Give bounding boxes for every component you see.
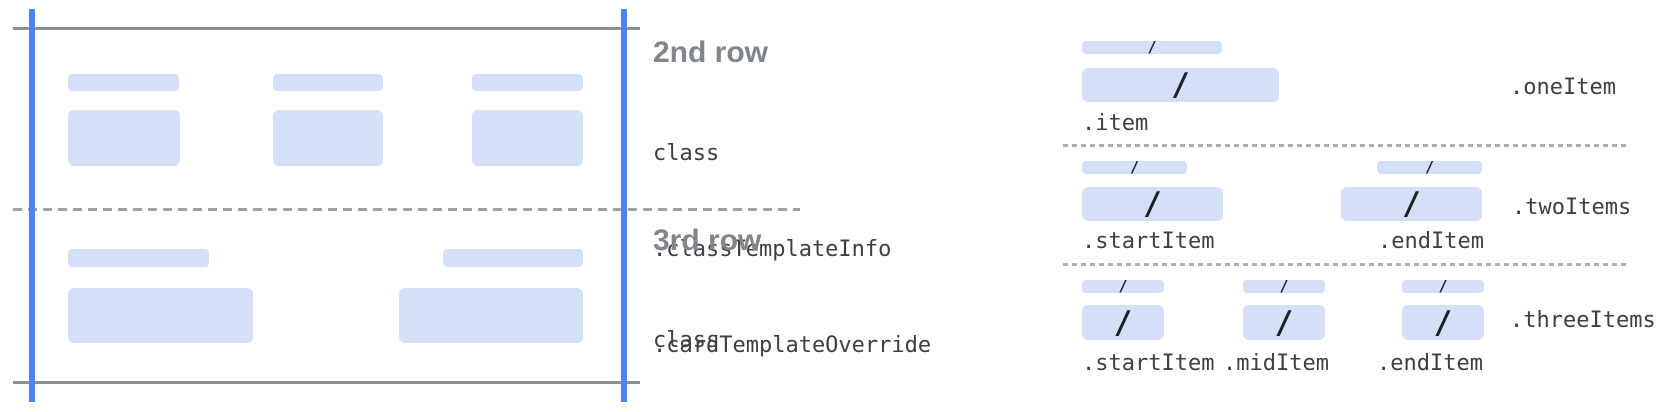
oneitem-item-caption: .item <box>1082 111 1149 136</box>
row2-class-path-line: .classTemplateInfo <box>653 237 892 262</box>
slash-glyph: / <box>1424 158 1435 176</box>
twoitems-end-value-bar: / <box>1341 187 1482 221</box>
layout-divider-dotted-line <box>1063 144 1630 147</box>
row3-col2-label-bar <box>443 249 583 267</box>
twoitems-end-label-bar: / <box>1377 158 1482 176</box>
slash-glyph: / <box>1438 277 1448 295</box>
slash-glyph: / <box>1171 67 1190 103</box>
card-bottom-border-line <box>13 381 640 384</box>
threeitems-start-value-bar: / <box>1082 305 1164 340</box>
row2-col2-value-bar <box>273 110 383 166</box>
slash-glyph: / <box>1113 304 1133 341</box>
slash-glyph: / <box>1143 186 1162 222</box>
card-right-margin-line <box>621 9 627 402</box>
row3-heading: 3rd row <box>653 224 762 257</box>
slash-glyph: / <box>1129 158 1140 176</box>
threeitems-end-value-bar: / <box>1402 305 1484 340</box>
row2-col1-label-bar <box>68 74 179 91</box>
threeitems-start-label-bar: / <box>1082 277 1164 295</box>
slash-glyph: / <box>1118 277 1128 295</box>
row3-col2-value-bar <box>399 288 583 343</box>
slash-glyph: / <box>1279 277 1289 295</box>
row3-class-path-line: class <box>653 328 720 353</box>
threeitems-end-label-bar: / <box>1402 277 1484 295</box>
twoitems-start-caption: .startItem <box>1082 229 1215 254</box>
threeitems-end-caption: .endItem <box>1377 351 1483 376</box>
row3-col1-value-bar <box>68 288 253 343</box>
oneitem-item-value-bar: / <box>1082 68 1279 102</box>
twoitems-layout-label: .twoItems <box>1512 195 1632 220</box>
threeitems-mid-label-bar: / <box>1243 277 1325 295</box>
layout-divider-dotted-line <box>1063 263 1630 266</box>
row2-class-path-line: .cardTemplateOverride <box>653 333 932 358</box>
threeitems-layout-label: .threeItems <box>1510 308 1656 333</box>
row2-class-path: class .classTemplateInfo .cardTemplateOv… <box>653 74 971 412</box>
slash-glyph: / <box>1147 38 1157 56</box>
row2-col1-value-bar <box>68 110 180 166</box>
row3-class-path: class .classTemplateInfo .cardTemplateOv… <box>653 263 971 412</box>
slash-glyph: / <box>1433 304 1453 341</box>
card-left-margin-line <box>29 9 35 402</box>
slash-glyph: / <box>1274 304 1294 341</box>
card-row-divider-dashed-line <box>13 208 800 211</box>
twoitems-end-caption: .endItem <box>1378 229 1484 254</box>
threeitems-start-caption: .startItem <box>1082 351 1215 376</box>
twoitems-start-value-bar: / <box>1082 187 1223 221</box>
row2-col3-label-bar <box>472 74 583 91</box>
row2-heading: 2nd row <box>653 36 769 69</box>
threeitems-mid-caption: .midItem <box>1223 351 1329 376</box>
card-top-border-line <box>13 27 640 30</box>
slash-glyph: / <box>1402 186 1421 222</box>
oneitem-layout-label: .oneItem <box>1510 75 1616 100</box>
row3-col1-label-bar <box>68 249 209 267</box>
threeitems-mid-value-bar: / <box>1243 305 1325 340</box>
oneitem-item-label-bar: / <box>1082 38 1222 56</box>
row2-col2-label-bar <box>273 74 383 91</box>
row2-class-path-line: class <box>653 141 720 166</box>
twoitems-start-label-bar: / <box>1082 158 1187 176</box>
row2-col3-value-bar <box>472 110 583 166</box>
